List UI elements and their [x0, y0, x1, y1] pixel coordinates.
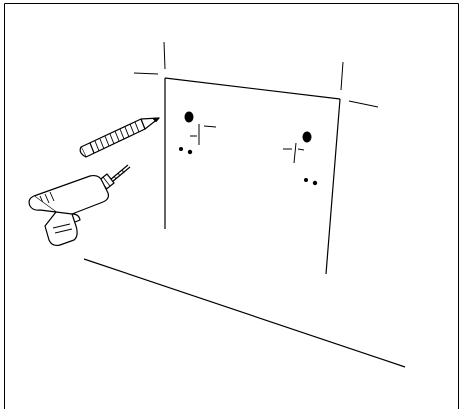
- drill-icon: [28, 164, 131, 247]
- alignment-marks: [133, 41, 379, 108]
- panel-top-edge: [164, 77, 341, 100]
- drill-bit: [109, 164, 131, 183]
- mounting-panel: [164, 77, 341, 275]
- guide-top-right-horizontal: [348, 100, 379, 108]
- screw-hole-pair-left: [179, 147, 193, 155]
- diagram-frame: [4, 3, 459, 409]
- guide-top-left-horizontal: [133, 72, 159, 75]
- floor-line: [83, 258, 406, 368]
- guide-top-left-vertical: [163, 41, 166, 70]
- screw-hole-pair-right: [304, 178, 318, 186]
- drill-mark-right: [283, 131, 312, 164]
- pencil-icon: [79, 117, 160, 158]
- guide-top-right-vertical: [340, 61, 344, 91]
- panel-right-edge: [325, 98, 341, 275]
- drill-mark-left: [184, 111, 217, 145]
